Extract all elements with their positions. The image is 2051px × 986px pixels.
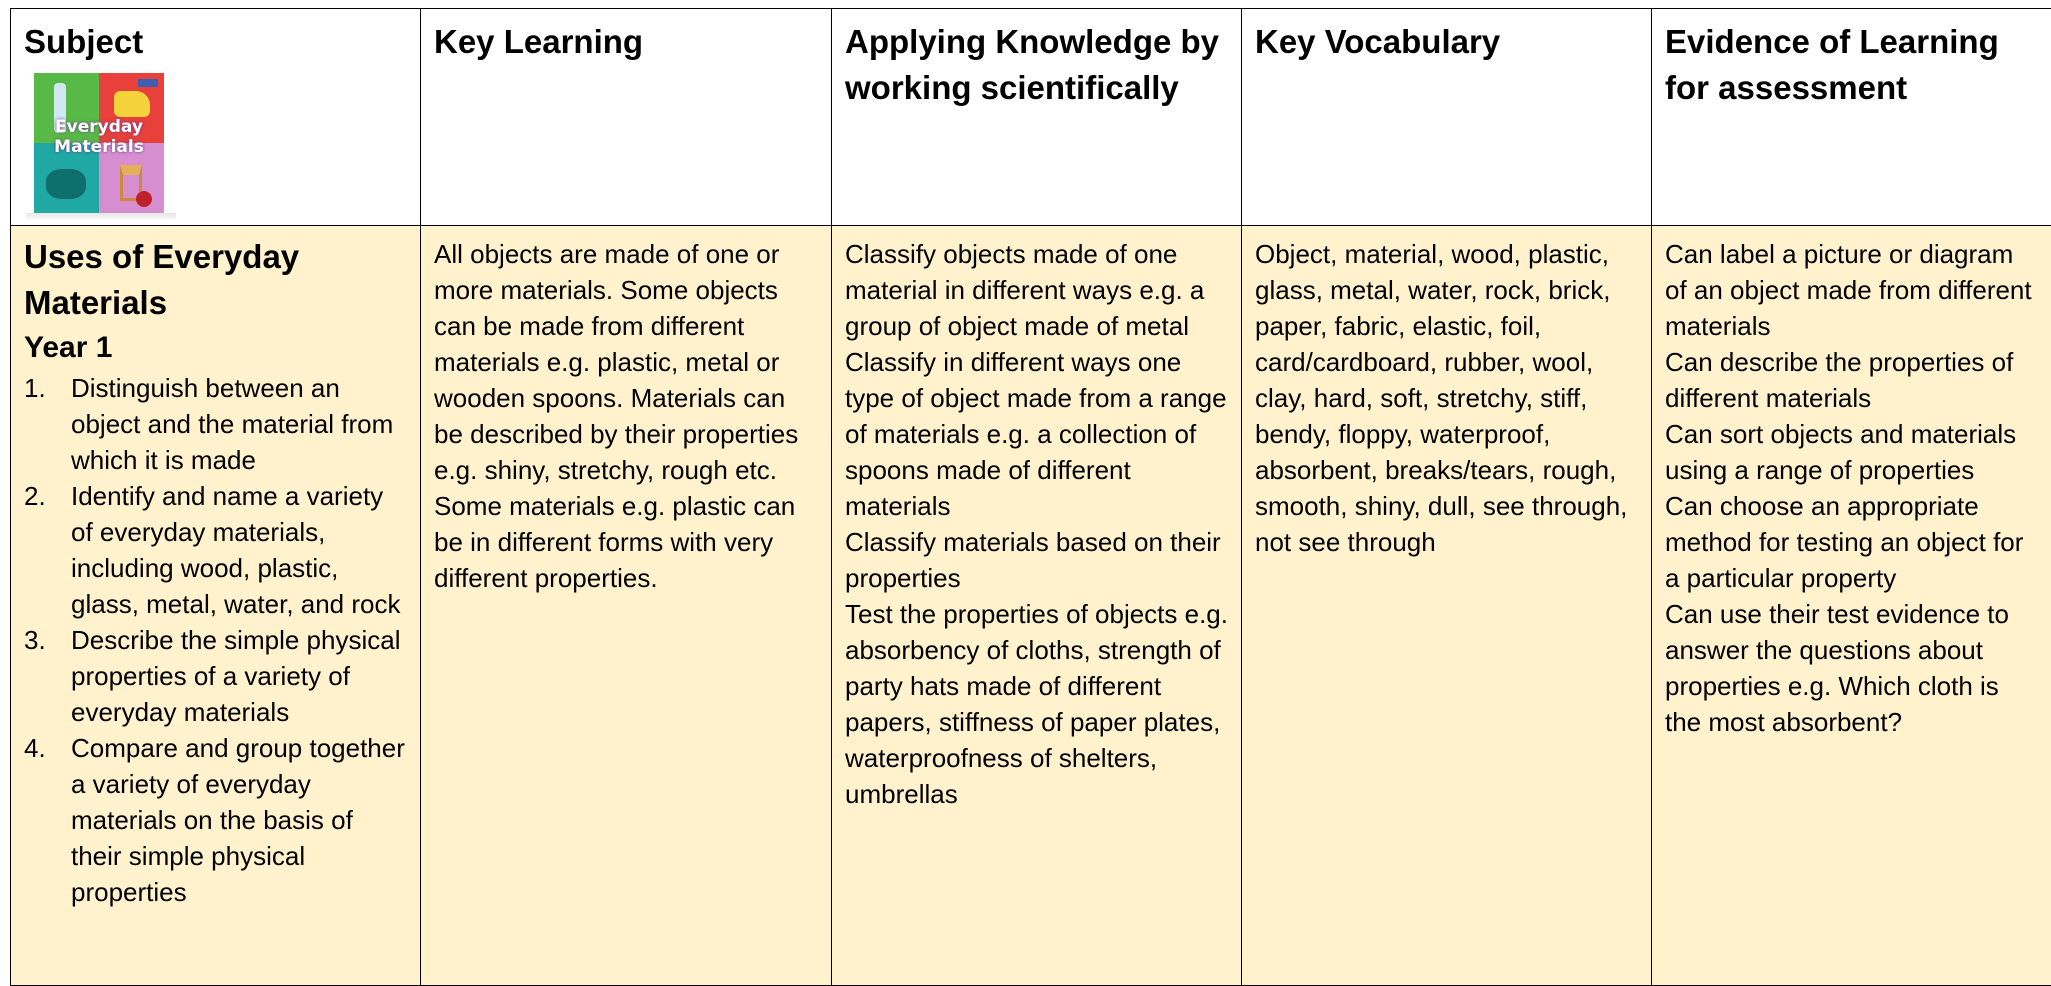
evidence-line: Can label a picture or diagram of an obj… bbox=[1665, 239, 2032, 341]
list-number: 4. bbox=[24, 733, 46, 763]
objective-text: Distinguish between an object and the ma… bbox=[71, 373, 394, 475]
year-label: Year 1 bbox=[24, 331, 113, 364]
header-key-learning: Key Learning bbox=[420, 8, 832, 226]
evidence-line: Can use their test evidence to answer th… bbox=[1665, 599, 2009, 737]
evidence-line: Can choose an appropriate method for tes… bbox=[1665, 491, 2024, 593]
list-item: 3. Describe the simple physical properti… bbox=[24, 622, 408, 730]
header-subject-cell: Subject Everyday Materials bbox=[10, 8, 421, 226]
chair-icon bbox=[120, 165, 142, 201]
applying-line: Classify objects made of one material in… bbox=[845, 239, 1205, 341]
list-number: 2. bbox=[24, 481, 46, 511]
list-number: 3. bbox=[24, 625, 46, 655]
applying-line: Test the properties of objects e.g. abso… bbox=[845, 599, 1228, 809]
curriculum-table: Subject Everyday Materials Key Learning … bbox=[10, 8, 2051, 986]
bottle-icon bbox=[54, 83, 66, 133]
applying-line: Classify in different ways one type of o… bbox=[845, 347, 1227, 521]
header-key-vocabulary: Key Vocabulary bbox=[1241, 8, 1652, 226]
applying-knowledge-cell: Classify objects made of one material in… bbox=[831, 225, 1242, 986]
vocabulary-text: Object, material, wood, plastic, glass, … bbox=[1255, 239, 1628, 557]
ball-icon bbox=[136, 191, 152, 207]
list-item: 1. Distinguish between an object and the… bbox=[24, 370, 408, 478]
header-evidence-of-learning: Evidence of Learning for assessment bbox=[1651, 8, 2051, 226]
objectives-list: 1. Distinguish between an object and the… bbox=[24, 370, 408, 910]
header-subject: Subject bbox=[24, 23, 144, 60]
everyday-materials-book-cover-image: Everyday Materials bbox=[34, 73, 164, 213]
content-row: Uses of Everyday Materials Year 1 1. Dis… bbox=[10, 225, 2051, 986]
topic-title: Uses of Everyday Materials bbox=[24, 238, 300, 321]
list-item: 4. Compare and group together a variety … bbox=[24, 730, 408, 910]
evidence-cell: Can label a picture or diagram of an obj… bbox=[1651, 225, 2051, 986]
objective-text: Describe the simple physical properties … bbox=[71, 625, 401, 727]
cover-title: Everyday Materials bbox=[54, 117, 144, 157]
key-learning-text: All objects are made of one or more mate… bbox=[434, 239, 799, 593]
list-number: 1. bbox=[24, 373, 46, 403]
applying-line: Classify materials based on their proper… bbox=[845, 527, 1221, 593]
publisher-badge-icon bbox=[138, 79, 158, 87]
objective-text: Identify and name a variety of everyday … bbox=[71, 481, 401, 619]
header-row: Subject Everyday Materials Key Learning … bbox=[10, 8, 2051, 226]
list-item: 2. Identify and name a variety of everyd… bbox=[24, 478, 408, 622]
key-vocabulary-cell: Object, material, wood, plastic, glass, … bbox=[1241, 225, 1652, 986]
evidence-line: Can describe the properties of different… bbox=[1665, 347, 2014, 413]
glove-icon bbox=[114, 91, 150, 117]
wool-icon bbox=[46, 169, 86, 199]
header-applying-knowledge: Applying Knowledge by working scientific… bbox=[831, 8, 1242, 226]
cover-shadow bbox=[26, 213, 176, 219]
subject-cell: Uses of Everyday Materials Year 1 1. Dis… bbox=[10, 225, 421, 986]
evidence-line: Can sort objects and materials using a r… bbox=[1665, 419, 2017, 485]
objective-text: Compare and group together a variety of … bbox=[71, 733, 405, 907]
key-learning-cell: All objects are made of one or more mate… bbox=[420, 225, 832, 986]
